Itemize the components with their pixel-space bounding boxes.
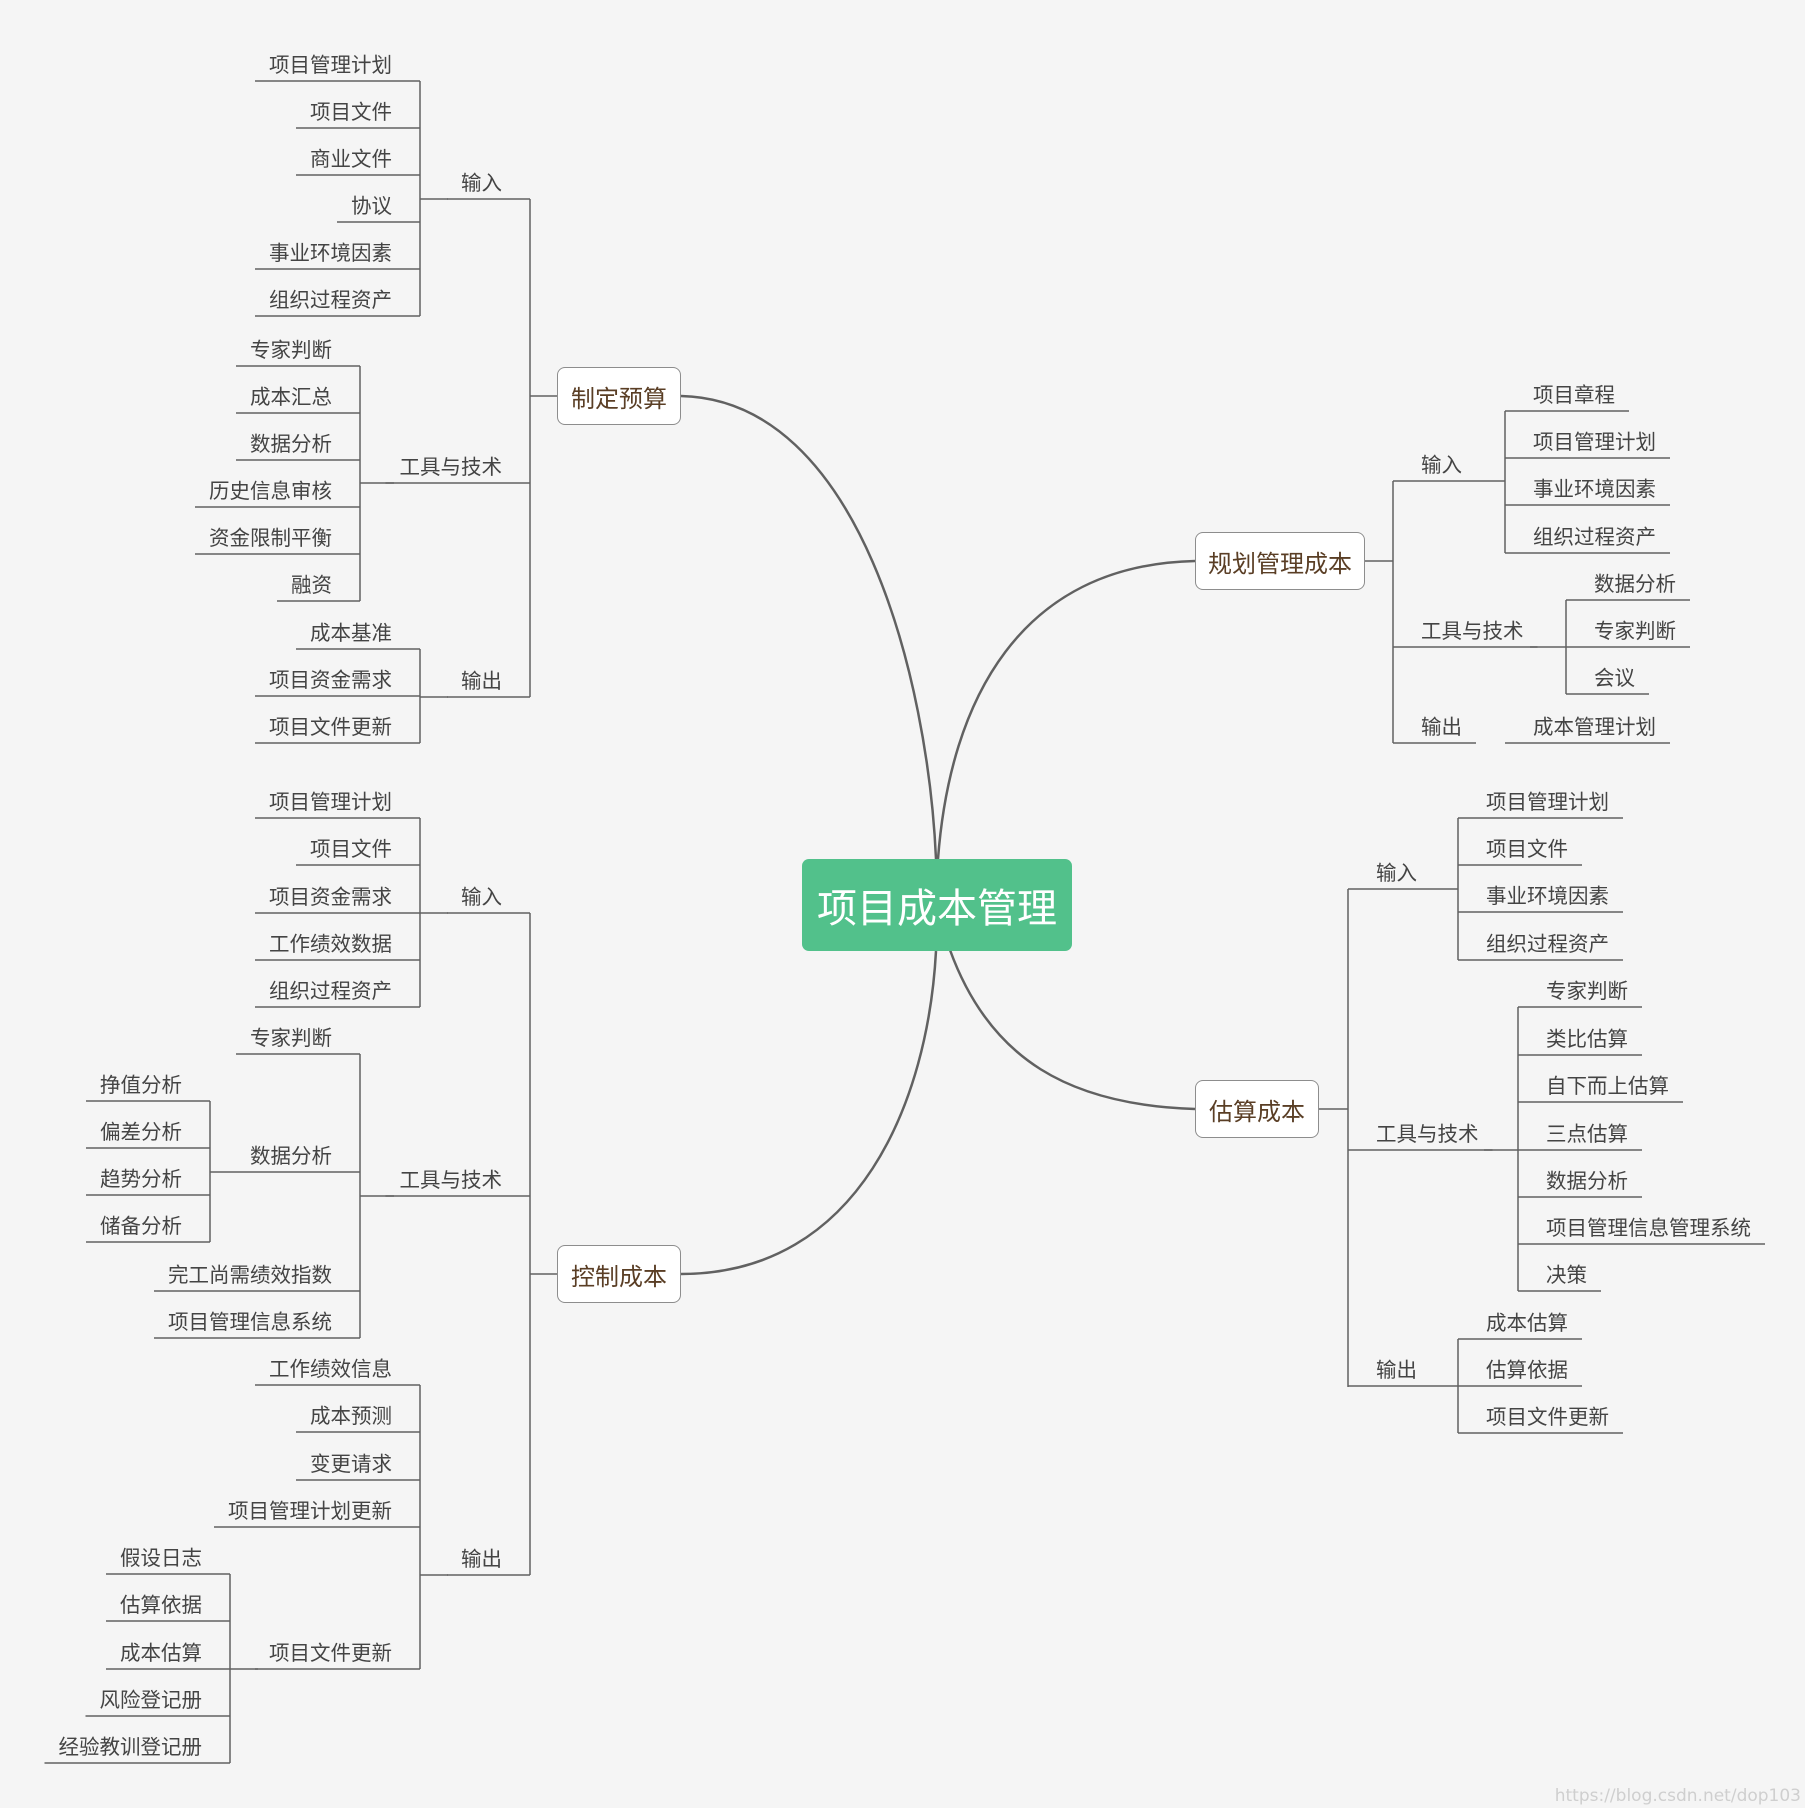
group-output[interactable]: 输出 [1421,715,1462,739]
output-item[interactable]: 项目文件更新 [269,715,392,739]
doc-update-item[interactable]: 成本估算 [120,1641,202,1665]
input-item[interactable]: 工作绩效数据 [269,932,392,956]
tool-item[interactable]: 专家判断 [250,1026,332,1050]
input-item[interactable]: 项目章程 [1533,383,1615,407]
tool-item[interactable]: 项目管理信息管理系统 [1546,1216,1751,1240]
tool-item[interactable]: 数据分析 [250,1144,332,1168]
input-item[interactable]: 事业环境因素 [1533,477,1656,501]
input-item[interactable]: 组织过程资产 [269,979,392,1003]
output-item[interactable]: 项目文件更新 [269,1641,392,1665]
branch-plan-cost-management[interactable]: 规划管理成本 [1195,532,1365,590]
output-item[interactable]: 项目文件更新 [1486,1405,1609,1429]
tool-item[interactable]: 数据分析 [1594,572,1676,596]
group-input[interactable]: 输入 [1376,861,1417,885]
group-input[interactable]: 输入 [1421,453,1462,477]
input-item[interactable]: 项目文件 [310,837,392,861]
doc-update-item[interactable]: 假设日志 [120,1546,202,1570]
input-item[interactable]: 项目管理计划 [269,53,392,77]
group-tools[interactable]: 工具与技术 [1376,1122,1479,1146]
curve-to-control [680,950,938,1276]
tool-item[interactable]: 项目管理信息系统 [168,1310,332,1334]
group-tools[interactable]: 工具与技术 [400,1168,503,1192]
input-item[interactable]: 商业文件 [310,147,392,171]
input-item[interactable]: 协议 [351,194,392,218]
input-item[interactable]: 项目资金需求 [269,885,392,909]
tool-item[interactable]: 融资 [291,573,332,597]
curve-to-plan [936,559,1196,860]
doc-update-item[interactable]: 估算依据 [120,1593,202,1617]
input-item[interactable]: 组织过程资产 [1533,525,1656,549]
branch-determine-budget[interactable]: 制定预算 [557,367,681,425]
tool-item[interactable]: 决策 [1546,1263,1587,1287]
tool-item[interactable]: 会议 [1594,666,1635,690]
tool-item[interactable]: 数据分析 [1546,1169,1628,1193]
curve-to-budget [680,394,938,860]
tool-item[interactable]: 历史信息审核 [209,479,332,503]
input-item[interactable]: 事业环境因素 [1486,884,1609,908]
input-item[interactable]: 组织过程资产 [269,288,392,312]
group-output[interactable]: 输出 [1376,1358,1417,1382]
branch-estimate-costs[interactable]: 估算成本 [1195,1080,1319,1138]
group-input[interactable]: 输入 [461,171,502,195]
output-item[interactable]: 成本估算 [1486,1311,1568,1335]
group-output[interactable]: 输出 [461,669,502,693]
data-analysis-item[interactable]: 偏差分析 [100,1120,182,1144]
output-item[interactable]: 成本管理计划 [1533,715,1656,739]
output-item[interactable]: 项目资金需求 [269,668,392,692]
doc-update-item[interactable]: 经验教训登记册 [59,1735,203,1759]
tool-item[interactable]: 专家判断 [1594,619,1676,643]
group-tools[interactable]: 工具与技术 [1421,619,1524,643]
tool-item[interactable]: 专家判断 [1546,979,1628,1003]
data-analysis-item[interactable]: 储备分析 [100,1214,182,1238]
input-item[interactable]: 项目文件 [310,100,392,124]
input-item[interactable]: 项目管理计划 [269,790,392,814]
tool-item[interactable]: 专家判断 [250,338,332,362]
input-item[interactable]: 事业环境因素 [269,241,392,265]
data-analysis-item[interactable]: 趋势分析 [100,1167,182,1191]
tool-item[interactable]: 完工尚需绩效指数 [168,1263,332,1287]
output-item[interactable]: 成本基准 [310,621,392,645]
tool-item[interactable]: 类比估算 [1546,1027,1628,1051]
input-item[interactable]: 项目文件 [1486,837,1568,861]
root-topic[interactable]: 项目成本管理 [802,859,1072,951]
tool-item[interactable]: 资金限制平衡 [209,526,332,550]
data-analysis-item[interactable]: 挣值分析 [100,1073,182,1097]
output-item[interactable]: 项目管理计划更新 [228,1499,392,1523]
output-item[interactable]: 成本预测 [310,1404,392,1428]
output-item[interactable]: 工作绩效信息 [269,1357,392,1381]
branch-control-costs[interactable]: 控制成本 [557,1245,681,1303]
watermark: https://blog.csdn.net/dop103 [1554,1786,1801,1806]
output-item[interactable]: 估算依据 [1486,1358,1568,1382]
tool-item[interactable]: 数据分析 [250,432,332,456]
tool-item[interactable]: 三点估算 [1546,1122,1628,1146]
tool-item[interactable]: 自下而上估算 [1546,1074,1669,1098]
group-tools[interactable]: 工具与技术 [400,455,503,479]
curve-to-estimate [948,949,1196,1111]
doc-update-item[interactable]: 风险登记册 [100,1688,203,1712]
group-input[interactable]: 输入 [461,885,502,909]
output-item[interactable]: 变更请求 [310,1452,392,1476]
group-output[interactable]: 输出 [461,1547,502,1571]
input-item[interactable]: 项目管理计划 [1486,790,1609,814]
input-item[interactable]: 项目管理计划 [1533,430,1656,454]
tool-item[interactable]: 成本汇总 [250,385,332,409]
input-item[interactable]: 组织过程资产 [1486,932,1609,956]
